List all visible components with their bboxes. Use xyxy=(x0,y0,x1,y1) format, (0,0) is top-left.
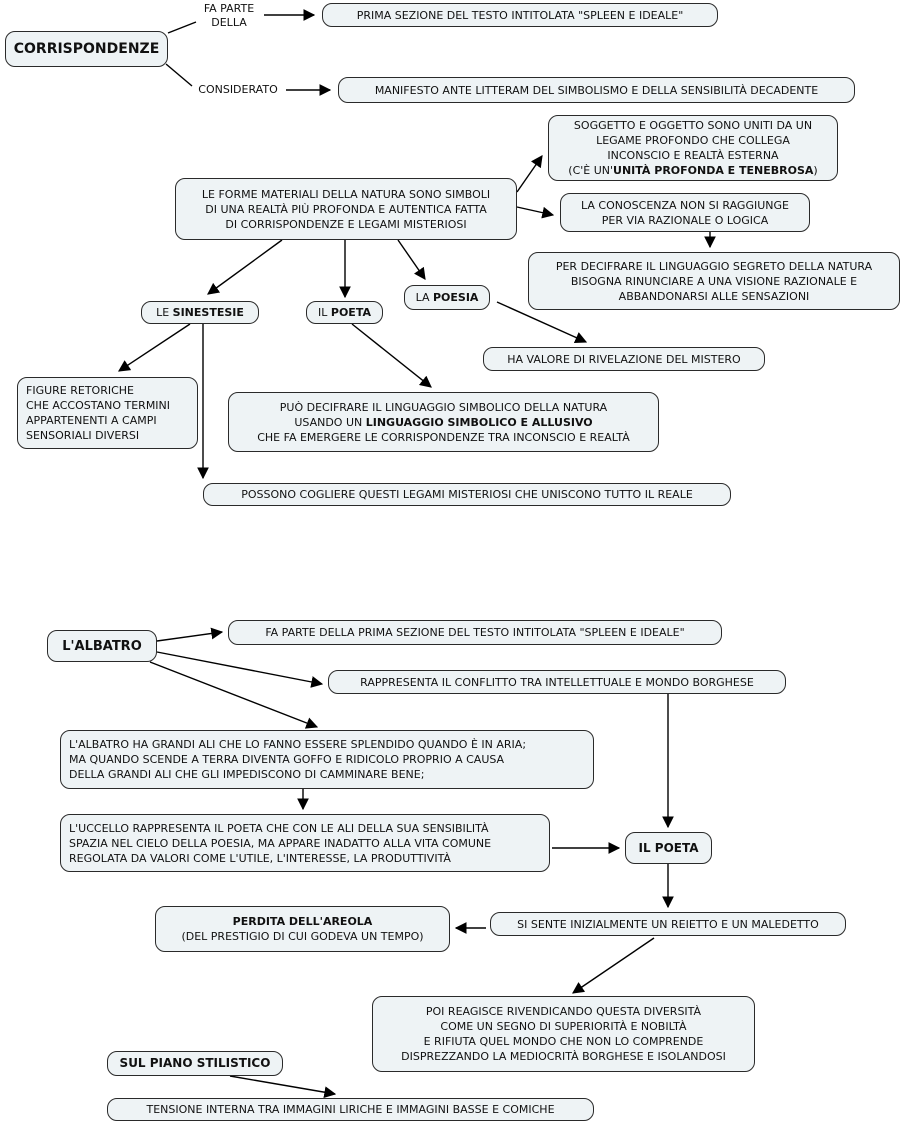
node-text: PER DECIFRARE IL LINGUAGGIO SEGRETO DELL… xyxy=(555,259,873,303)
link-label-considerato[interactable]: CONSIDERATO xyxy=(198,83,278,96)
node-rappresenta-conflitto[interactable]: RAPPRESENTA IL CONFLITTO TRA INTELLETTUA… xyxy=(328,670,786,694)
node-text: POSSONO COGLIERE QUESTI LEGAMI MISTERIOS… xyxy=(241,488,693,501)
node-text: SUL PIANO STILISTICO xyxy=(119,1056,271,1070)
node-text: HA VALORE DI RIVELAZIONE DEL MISTERO xyxy=(507,352,741,366)
connector xyxy=(149,661,319,729)
node-prima-sezione[interactable]: PRIMA SEZIONE DEL TESTO INTITOLATA "SPLE… xyxy=(322,3,718,27)
connector xyxy=(351,323,432,388)
node-text-line: USANDO UN LINGUAGGIO SIMBOLICO E ALLUSIV… xyxy=(294,415,593,429)
connector xyxy=(207,239,283,295)
node-text: LE FORME MATERIALI DELLA NATURA SONO SIM… xyxy=(201,187,491,231)
node-poi-reagisce[interactable]: POI REAGISCE RIVENDICANDO QUESTA DIVERSI… xyxy=(372,996,755,1072)
connector xyxy=(496,301,588,344)
node-fa-parte-prima-sezione[interactable]: FA PARTE DELLA PRIMA SEZIONE DEL TESTO I… xyxy=(228,620,722,645)
node-text: POI REAGISCE RIVENDICANDO QUESTA DIVERSI… xyxy=(401,1005,726,1063)
connector xyxy=(516,155,543,193)
node-uccello-rappresenta[interactable]: L'UCCELLO RAPPRESENTA IL POETA CHE CON L… xyxy=(60,814,550,872)
connector xyxy=(572,937,655,994)
node-text: L'ALBATRO HA GRANDI ALI CHE LO FANNO ESS… xyxy=(69,738,527,781)
node-puo-decifrare[interactable]: PUÒ DECIFRARE IL LINGUAGGIO SIMBOLICO DE… xyxy=(228,392,659,452)
node-text: PUÒ DECIFRARE IL LINGUAGGIO SIMBOLICO DE… xyxy=(279,400,608,414)
node-manifesto[interactable]: MANIFESTO ANTE LITTERAM DEL SIMBOLISMO E… xyxy=(338,77,855,103)
connector xyxy=(516,206,555,219)
node-il-poeta-2[interactable]: IL POETA xyxy=(625,832,712,864)
node-text-line: (C'È UN'UNITÀ PROFONDA E TENEBROSA) xyxy=(568,164,818,177)
node-text: SOGGETTO E OGGETTO SONO UNITI DA UN LEGA… xyxy=(573,119,813,162)
node-soggetto-oggetto[interactable]: SOGGETTO E OGGETTO SONO UNITI DA UN LEGA… xyxy=(548,115,838,181)
node-text: SI SENTE INIZIALMENTE UN REIETTO E UN MA… xyxy=(517,917,819,931)
node-sinestesie[interactable]: LE SINESTESIE xyxy=(141,301,259,324)
node-text: LA POESIA xyxy=(415,291,479,304)
node-text: FIGURE RETORICHE CHE ACCOSTANO TERMINI A… xyxy=(26,384,171,442)
node-albatro[interactable]: L'ALBATRO xyxy=(47,630,157,662)
connector xyxy=(156,627,224,642)
node-per-decifrare[interactable]: PER DECIFRARE IL LINGUAGGIO SEGRETO DELL… xyxy=(528,252,900,310)
node-figure-retoriche[interactable]: FIGURE RETORICHE CHE ACCOSTANO TERMINI A… xyxy=(17,377,198,449)
connector xyxy=(118,323,191,372)
node-text: CORRISPONDENZE xyxy=(13,40,160,57)
node-text: (DEL PRESTIGIO DI CUI GODEVA UN TEMPO) xyxy=(181,930,424,943)
node-si-sente[interactable]: SI SENTE INIZIALMENTE UN REIETTO E UN MA… xyxy=(490,912,846,936)
node-conoscenza[interactable]: LA CONOSCENZA NON SI RAGGIUNGE PER VIA R… xyxy=(560,193,810,232)
node-text: MANIFESTO ANTE LITTERAM DEL SIMBOLISMO E… xyxy=(374,83,819,97)
node-grandi-ali[interactable]: L'ALBATRO HA GRANDI ALI CHE LO FANNO ESS… xyxy=(60,730,594,789)
connector xyxy=(156,651,324,688)
node-corrispondenze[interactable]: CORRISPONDENZE xyxy=(5,31,168,67)
connector xyxy=(167,21,197,34)
node-text: IL POETA xyxy=(638,840,699,855)
node-perdita-areola[interactable]: PERDITA DELL'AREOLA (DEL PRESTIGIO DI CU… xyxy=(155,906,450,952)
node-text: PRIMA SEZIONE DEL TESTO INTITOLATA "SPLE… xyxy=(356,8,684,22)
node-sul-piano-stilistico[interactable]: SUL PIANO STILISTICO xyxy=(107,1051,283,1076)
connector xyxy=(397,239,426,280)
node-text: TENSIONE INTERNA TRA IMMAGINI LIRICHE E … xyxy=(146,1103,555,1116)
node-tensione-interna[interactable]: TENSIONE INTERNA TRA IMMAGINI LIRICHE E … xyxy=(107,1098,594,1121)
node-text: RAPPRESENTA IL CONFLITTO TRA INTELLETTUA… xyxy=(360,675,754,689)
connector xyxy=(229,1075,337,1099)
node-text: FA PARTE DELLA PRIMA SEZIONE DEL TESTO I… xyxy=(265,626,685,639)
node-text: CHE FA EMERGERE LE CORRISPONDENZE TRA IN… xyxy=(257,430,630,444)
connector xyxy=(165,63,193,87)
node-possono-cogliere[interactable]: POSSONO COGLIERE QUESTI LEGAMI MISTERIOS… xyxy=(203,483,731,506)
node-forme-materiali[interactable]: LE FORME MATERIALI DELLA NATURA SONO SIM… xyxy=(175,178,517,240)
node-text: L'UCCELLO RAPPRESENTA IL POETA CHE CON L… xyxy=(69,821,492,865)
node-il-poeta[interactable]: IL POETA xyxy=(306,301,383,324)
node-text: LE SINESTESIE xyxy=(156,306,244,319)
node-text: IL POETA xyxy=(318,306,371,319)
node-text: L'ALBATRO xyxy=(62,638,142,654)
node-text: LA CONOSCENZA NON SI RAGGIUNGE PER VIA R… xyxy=(581,198,789,227)
node-ha-valore[interactable]: HA VALORE DI RIVELAZIONE DEL MISTERO xyxy=(483,347,765,371)
node-text: PERDITA DELL'AREOLA xyxy=(232,915,373,928)
link-label-fa-parte-della[interactable]: FA PARTE DELLA xyxy=(203,2,255,29)
node-la-poesia[interactable]: LA POESIA xyxy=(404,285,490,310)
